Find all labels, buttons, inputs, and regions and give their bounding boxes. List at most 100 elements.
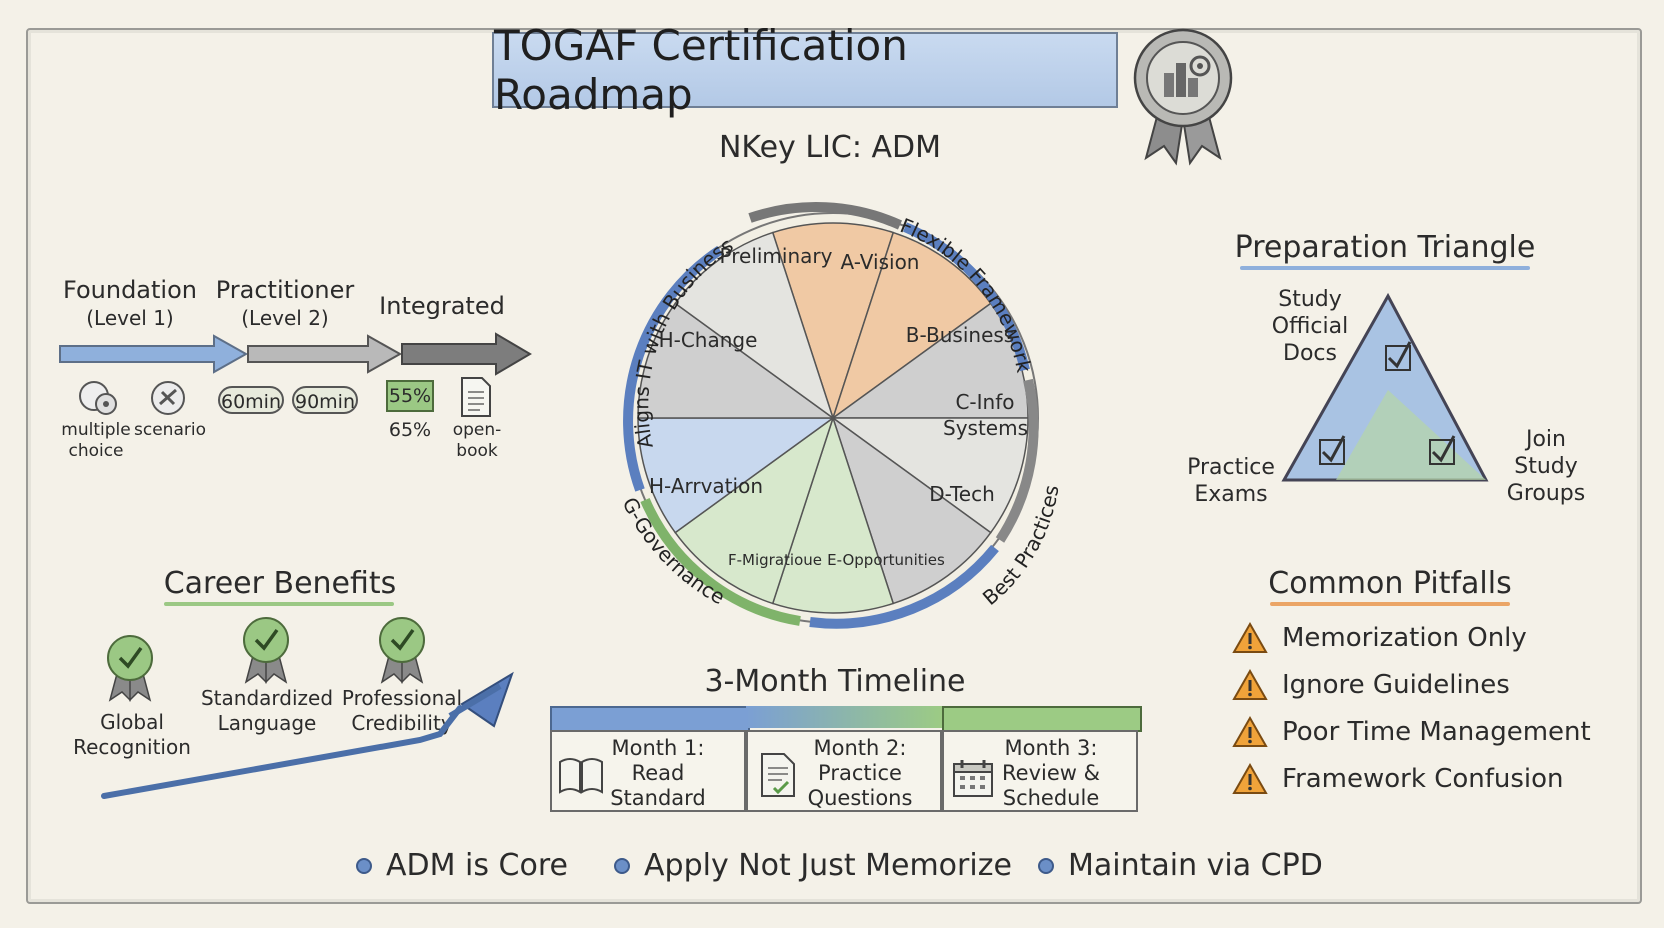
adm-slice bbox=[674, 416, 835, 605]
ring-bottom-blue bbox=[809, 544, 999, 629]
ring-right-gray bbox=[995, 378, 1039, 543]
phase-f-migration: F-Migratioue bbox=[728, 551, 822, 569]
phase-c-info-systems: C-Info Systems bbox=[943, 390, 1028, 440]
page-title: TOGAF Certification Roadmap bbox=[492, 21, 1118, 119]
adm-slice bbox=[637, 302, 836, 419]
timeline-bar-month-3 bbox=[942, 706, 1142, 732]
adm-slice bbox=[637, 417, 836, 534]
page-frame bbox=[26, 28, 1642, 904]
benefit-standardized: Standardized Language bbox=[200, 686, 334, 735]
takeaway-item: Maintain via CPD bbox=[1038, 848, 1323, 883]
level-practitioner-sub: (Level 2) bbox=[241, 306, 329, 330]
adm-slice bbox=[771, 415, 895, 614]
adm-slice bbox=[771, 222, 895, 421]
pitfall-label: Ignore Guidelines bbox=[1282, 670, 1510, 700]
phase-h-change: H-Change bbox=[658, 328, 758, 352]
pitfall-label: Framework Confusion bbox=[1282, 764, 1564, 794]
exam-time-90-badge: 90min bbox=[292, 386, 358, 414]
adm-wheel: Aligns IT with Business Flexible Framewo… bbox=[618, 202, 1063, 629]
timeline-month-1: Month 1: Read Standard bbox=[610, 736, 706, 810]
phase-h-arrvation: H-Arrvation bbox=[649, 474, 763, 498]
award-ribbon-icon bbox=[107, 635, 153, 702]
career-title: Career Benefits bbox=[163, 566, 397, 601]
takeaway-label: Apply Not Just Memorize bbox=[644, 848, 1012, 883]
prep-left-label: Practice Exams bbox=[1187, 455, 1275, 507]
ring-topright-blue bbox=[903, 222, 1030, 372]
level-progress-arrows bbox=[59, 332, 532, 376]
preparation-triangle bbox=[1281, 292, 1489, 482]
book-icon bbox=[559, 758, 603, 794]
pitfall-label: Poor Time Management bbox=[1282, 717, 1591, 747]
timeline-month-3: Month 3: Review & Schedule bbox=[1002, 736, 1100, 810]
scenario-label: scenario bbox=[134, 420, 206, 440]
bullet-dot-icon bbox=[356, 857, 372, 874]
practitioner-arrow bbox=[247, 334, 403, 374]
timeline-bar-month-2 bbox=[746, 706, 942, 728]
benefit-credibility: Professional Credibility bbox=[341, 686, 463, 735]
pitfall-item: Memorization Only bbox=[1232, 622, 1527, 654]
pass-mark-text: 65% bbox=[388, 419, 432, 441]
level-foundation-name: Foundation bbox=[63, 276, 197, 304]
adm-slice bbox=[831, 416, 992, 605]
pass-mark-badge: 55% bbox=[386, 380, 434, 412]
phase-preliminary: Preliminary bbox=[719, 244, 833, 268]
growth-arrow bbox=[101, 671, 514, 799]
calendar-icon bbox=[953, 760, 993, 797]
pitfall-item: Poor Time Management bbox=[1232, 716, 1591, 748]
pitfalls-underline bbox=[1270, 602, 1510, 606]
warning-icon bbox=[1232, 763, 1268, 794]
bullet-dot-icon bbox=[1038, 857, 1054, 874]
pitfall-label: Memorization Only bbox=[1282, 623, 1527, 653]
preparation-underline bbox=[1240, 266, 1530, 270]
timeline-bar-month-1 bbox=[550, 706, 750, 732]
takeaway-item: Apply Not Just Memorize bbox=[614, 848, 1012, 883]
level-foundation-sub: (Level 1) bbox=[86, 306, 174, 330]
adm-slice bbox=[830, 417, 1029, 534]
check-box-icon bbox=[1429, 435, 1456, 465]
adm-slice bbox=[674, 231, 835, 420]
award-ribbon-icon bbox=[379, 617, 425, 684]
scenario-icon bbox=[151, 381, 185, 415]
ring-left-blue bbox=[623, 245, 723, 492]
check-box-icon bbox=[1385, 341, 1412, 371]
bullet-dot-icon bbox=[614, 857, 630, 874]
benefit-global: Global Recognition bbox=[73, 710, 191, 759]
ring-bottomleft-green bbox=[640, 498, 801, 626]
document-icon bbox=[461, 377, 491, 417]
takeaway-label: ADM is Core bbox=[386, 848, 568, 883]
exam-time-60-badge: 60min bbox=[218, 386, 284, 414]
integrated-arrow bbox=[401, 332, 532, 376]
phase-b-business: B-Business bbox=[905, 323, 1015, 347]
level-integrated: Integrated bbox=[372, 292, 512, 320]
level-integrated-name: Integrated bbox=[379, 292, 505, 320]
level-foundation: Foundation (Level 1) bbox=[60, 276, 200, 332]
timeline-title: 3-Month Timeline bbox=[704, 664, 966, 699]
takeaway-label: Maintain via CPD bbox=[1068, 848, 1323, 883]
open-book-label: open- book bbox=[452, 420, 502, 461]
level-practitioner-name: Practitioner bbox=[215, 276, 355, 304]
multiple-choice-label: multiple choice bbox=[61, 420, 131, 461]
ring-top-gray bbox=[748, 202, 903, 230]
preparation-title: Preparation Triangle bbox=[1234, 230, 1536, 265]
certification-badge-icon bbox=[1128, 18, 1238, 168]
pitfall-item: Framework Confusion bbox=[1232, 763, 1564, 795]
level-practitioner: Practitioner (Level 2) bbox=[210, 276, 360, 332]
adm-title: NKey LIC: ADM bbox=[718, 130, 942, 165]
prep-right-label: Join Study Groups bbox=[1506, 427, 1586, 506]
award-ribbon-icon bbox=[243, 617, 289, 684]
phase-d-tech: D-Tech bbox=[929, 482, 995, 506]
warning-icon bbox=[1232, 622, 1268, 653]
check-box-icon bbox=[1319, 435, 1346, 465]
career-underline bbox=[164, 602, 394, 606]
takeaway-item: ADM is Core bbox=[356, 848, 568, 883]
foundation-arrow bbox=[59, 334, 249, 374]
phase-a-vision: A-Vision bbox=[840, 250, 920, 274]
timeline-month-2: Month 2: Practice Questions bbox=[807, 736, 913, 810]
pitfall-item: Ignore Guidelines bbox=[1232, 669, 1510, 701]
adm-slice bbox=[831, 231, 992, 420]
page-title-text: TOGAF Certification Roadmap bbox=[494, 21, 908, 119]
phase-e-opportunities: E-Opportunities bbox=[827, 551, 945, 569]
prep-top-label: Study Official Docs bbox=[1271, 287, 1349, 366]
practice-doc-icon bbox=[761, 753, 795, 797]
warning-icon bbox=[1232, 669, 1268, 700]
